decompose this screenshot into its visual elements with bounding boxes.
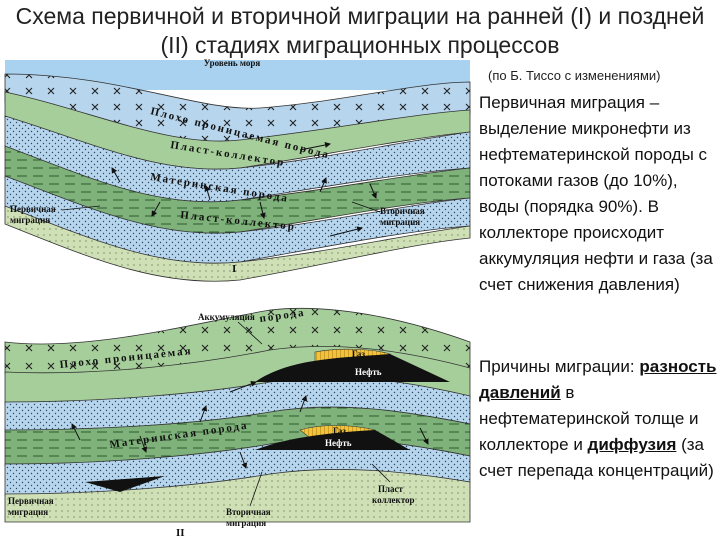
secondary-migration-label-2b: миграция [226,518,266,528]
diagram-stage-1: Уровень моря Плохо проницаемая порода Пл… [4,58,471,282]
causes-middle: в нефтематеринской толще и коллекторе и [479,383,699,454]
primary-migration-label-2b: миграция [8,507,48,517]
diagram-stage-2: Газ Нефть Газ Нефть порода Плохо проница… [4,307,471,539]
stage-2-label: II [176,527,185,539]
causes-intro: Причины миграции: [479,357,640,376]
reservoir-label-2a: Пласт [378,484,404,494]
migration-arrows-bottom [71,380,429,469]
migration-causes-text: Причины миграции: разность давлений в не… [479,354,717,484]
primary-migration-label-1b: миграция [10,215,50,225]
secondary-migration-label-1a: Вторичная [380,206,425,216]
primary-migration-label-2a: Первичная [8,496,54,506]
term-pressure-difference: разность давлений [479,357,717,402]
gas-label-lower: Газ [333,426,346,436]
oil-trap-lower [255,430,410,450]
slide-title: Схема первичной и вторичной миграции на … [15,3,705,58]
term-diffusion: диффузия [587,435,677,454]
oil-trap-upper [255,354,450,382]
oil-lens-left [85,476,165,492]
secondary-migration-label-2a: Вторичная [226,507,271,517]
accumulation-label: Аккумуляция [198,312,255,322]
sea-level-label: Уровень моря [204,58,261,68]
secondary-migration-pointer [351,201,381,213]
basement-layer [4,469,471,523]
oil-label-lower: Нефть [325,438,352,448]
oil-label-upper: Нефть [355,367,382,377]
reservoir-pointer [371,463,391,483]
migration-arrows-top [111,142,377,237]
source-note: (по Б. Тиссо с изменениями) [488,68,661,83]
secondary-migration-label-1b: миграция [380,217,420,227]
causes-tail: (за счет перепада концентраций) [479,435,714,480]
lower-layer [4,205,471,282]
reservoir-label-2b: коллектор [372,495,415,505]
stage-1-label: I [232,263,236,275]
accumulation-pointer [237,321,263,345]
primary-migration-label-1a: Первичная [10,204,56,214]
secondary-migration-pointer-2 [249,471,263,507]
primary-migration-text: Первичная миграция – выделение микронефт… [479,93,713,294]
primary-migration-pointer [61,205,101,211]
migration-diagram: Уровень моря Плохо проницаемая порода Пл… [4,58,471,539]
gas-label-upper: Газ [352,349,365,359]
